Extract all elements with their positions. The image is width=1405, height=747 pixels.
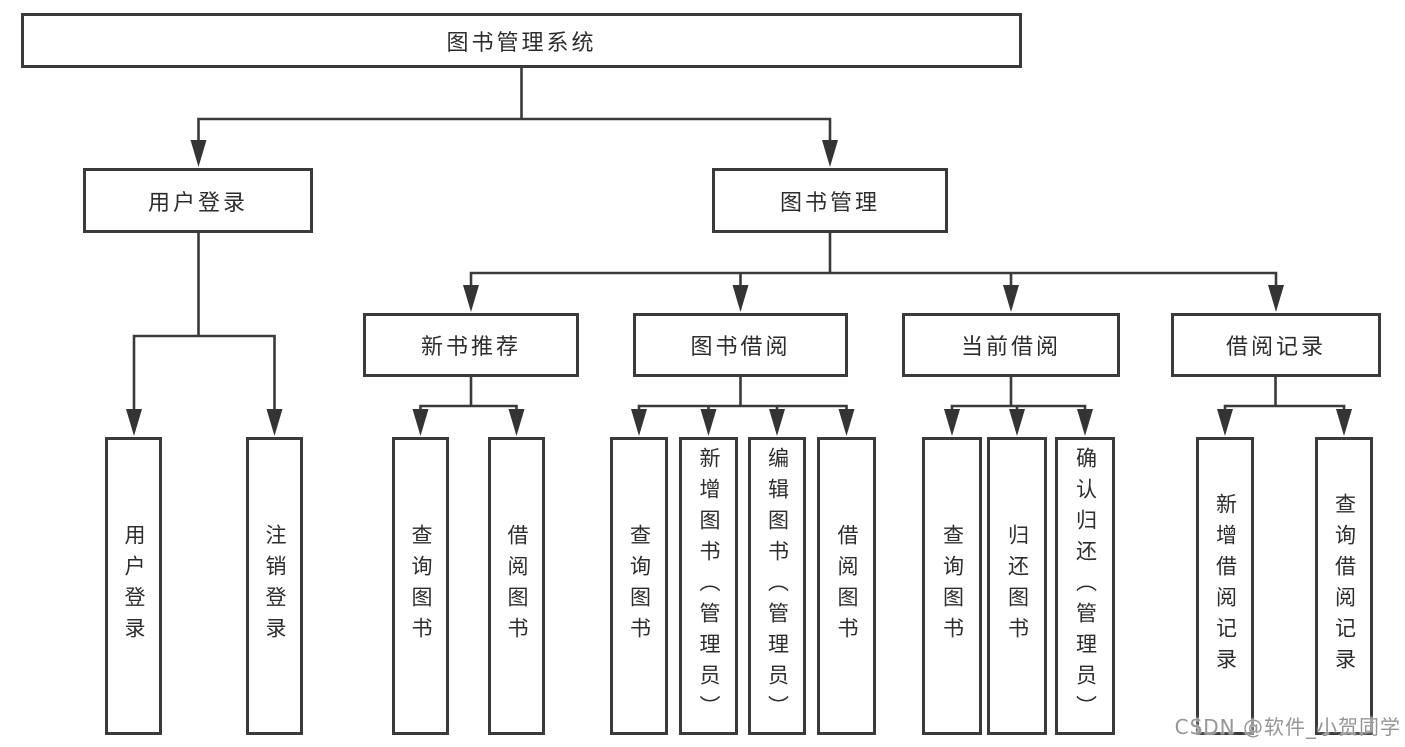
- leaf-current-query-books-label: 查询图书: [940, 524, 965, 648]
- leaf-borrowing-edit-books-admin-label: 编辑图书（管理员）: [765, 446, 790, 726]
- leaf-current-confirm-return-admin: 确认归还（管理员）: [1055, 437, 1115, 735]
- leaf-recommend-borrow-books-label: 借阅图书: [505, 524, 529, 648]
- leaf-recommend-borrow-books: 借阅图书: [488, 437, 545, 735]
- node-book-management: 图书管理: [712, 168, 948, 233]
- node-book-borrowing: 图书借阅: [633, 313, 848, 377]
- leaf-current-confirm-return-admin-label: 确认归还（管理员）: [1073, 446, 1098, 726]
- leaf-current-query-books: 查询图书: [922, 437, 982, 735]
- watermark: CSDN @软件_小贺同学: [1174, 715, 1401, 739]
- node-current-borrowing-label: 当前借阅: [960, 335, 1061, 360]
- connector-path: [132, 66, 1346, 413]
- leaf-current-return-books: 归还图书: [987, 437, 1047, 735]
- leaf-records-add-record: 新增借阅记录: [1196, 437, 1254, 735]
- leaf-recommend-query-books: 查询图书: [392, 437, 449, 735]
- leaf-logout-label: 注销登录: [263, 524, 287, 648]
- arrow-heads: [126, 140, 1352, 436]
- leaf-recommend-query-books-label: 查询图书: [409, 524, 433, 648]
- node-user-login-label: 用户登录: [147, 190, 248, 216]
- leaf-records-query-record: 查询借阅记录: [1315, 437, 1373, 735]
- node-new-book-recommend: 新书推荐: [363, 313, 579, 377]
- node-book-management-label: 图书管理: [779, 190, 880, 216]
- leaf-logout: 注销登录: [246, 437, 303, 735]
- node-root-label: 图书管理系统: [446, 30, 597, 56]
- leaf-borrowing-add-books-admin-label: 新增图书（管理员）: [697, 446, 721, 726]
- node-book-borrowing-label: 图书借阅: [690, 335, 791, 360]
- leaf-records-add-record-label: 新增借阅记录: [1213, 493, 1238, 679]
- leaf-login: 用户登录: [105, 437, 162, 735]
- node-borrowing-records: 借阅记录: [1171, 313, 1381, 377]
- node-borrowing-records-label: 借阅记录: [1225, 335, 1326, 360]
- leaf-borrowing-borrow-books: 借阅图书: [817, 437, 876, 735]
- leaf-records-query-record-label: 查询借阅记录: [1332, 493, 1357, 679]
- leaf-login-label: 用户登录: [122, 524, 146, 648]
- node-new-book-recommend-label: 新书推荐: [420, 335, 521, 360]
- node-current-borrowing: 当前借阅: [902, 313, 1120, 377]
- leaf-borrowing-query-books-label: 查询图书: [627, 524, 652, 648]
- leaf-borrowing-query-books: 查询图书: [610, 437, 668, 735]
- leaf-borrowing-borrow-books-label: 借阅图书: [835, 524, 859, 648]
- leaf-borrowing-edit-books-admin: 编辑图书（管理员）: [748, 437, 806, 735]
- leaf-current-return-books-label: 归还图书: [1005, 524, 1030, 648]
- node-root: 图书管理系统: [21, 13, 1022, 68]
- node-user-login: 用户登录: [83, 168, 313, 233]
- leaf-borrowing-add-books-admin: 新增图书（管理员）: [679, 437, 738, 735]
